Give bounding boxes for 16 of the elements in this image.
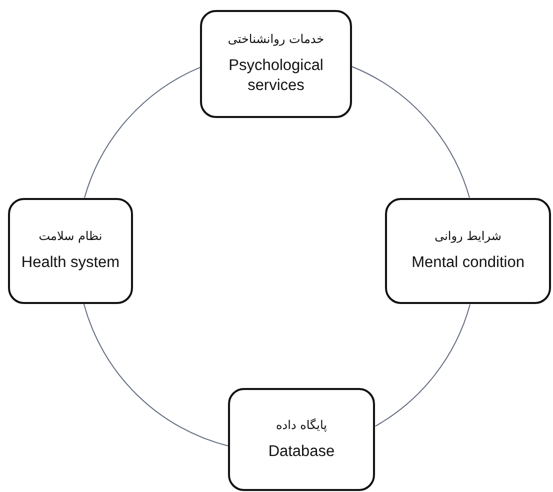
english-label: Health system bbox=[20, 253, 121, 273]
circle-arc bbox=[374, 304, 471, 427]
rounded-box bbox=[200, 10, 352, 118]
circle-arc bbox=[84, 66, 200, 198]
circle-arc bbox=[83, 304, 228, 446]
english-label: Database bbox=[267, 442, 336, 462]
persian-label: نظام سلامت bbox=[38, 229, 102, 243]
english-label: Psychological services bbox=[228, 56, 324, 96]
english-label: Mental condition bbox=[410, 253, 526, 273]
rounded-box bbox=[385, 198, 551, 304]
circle-arc bbox=[352, 66, 470, 198]
rounded-box bbox=[228, 388, 375, 491]
persian-label: پایگاه داده bbox=[276, 418, 328, 432]
persian-label: خدمات روانشناختی bbox=[228, 32, 324, 46]
persian-label: شرایط روانی bbox=[434, 229, 502, 243]
rounded-box bbox=[8, 198, 133, 304]
